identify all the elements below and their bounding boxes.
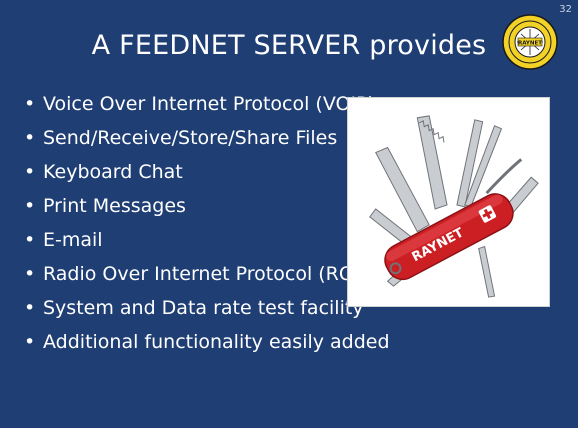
list-item: Print Messages (22, 192, 452, 221)
logo-center-text: RAYNET (518, 41, 542, 47)
list-item: System and Data rate test facility (22, 294, 452, 323)
feature-list: Voice Over Internet Protocol (VOIP) Send… (22, 90, 452, 362)
list-item: E-mail (22, 226, 452, 255)
list-item: Additional functionality easily added (22, 328, 452, 357)
slide-number: 32 (559, 4, 572, 15)
list-item: Radio Over Internet Protocol (ROIP) (22, 260, 452, 289)
slide-title: A FEEDNET SERVER provides (91, 30, 487, 61)
list-item: Send/Receive/Store/Share Files (22, 124, 452, 153)
list-item: Voice Over Internet Protocol (VOIP) (22, 90, 452, 119)
raynet-logo-icon: RAYNET (502, 14, 558, 70)
swiss-army-knife-image: RAYNET (347, 97, 550, 307)
list-item: Keyboard Chat (22, 158, 452, 187)
